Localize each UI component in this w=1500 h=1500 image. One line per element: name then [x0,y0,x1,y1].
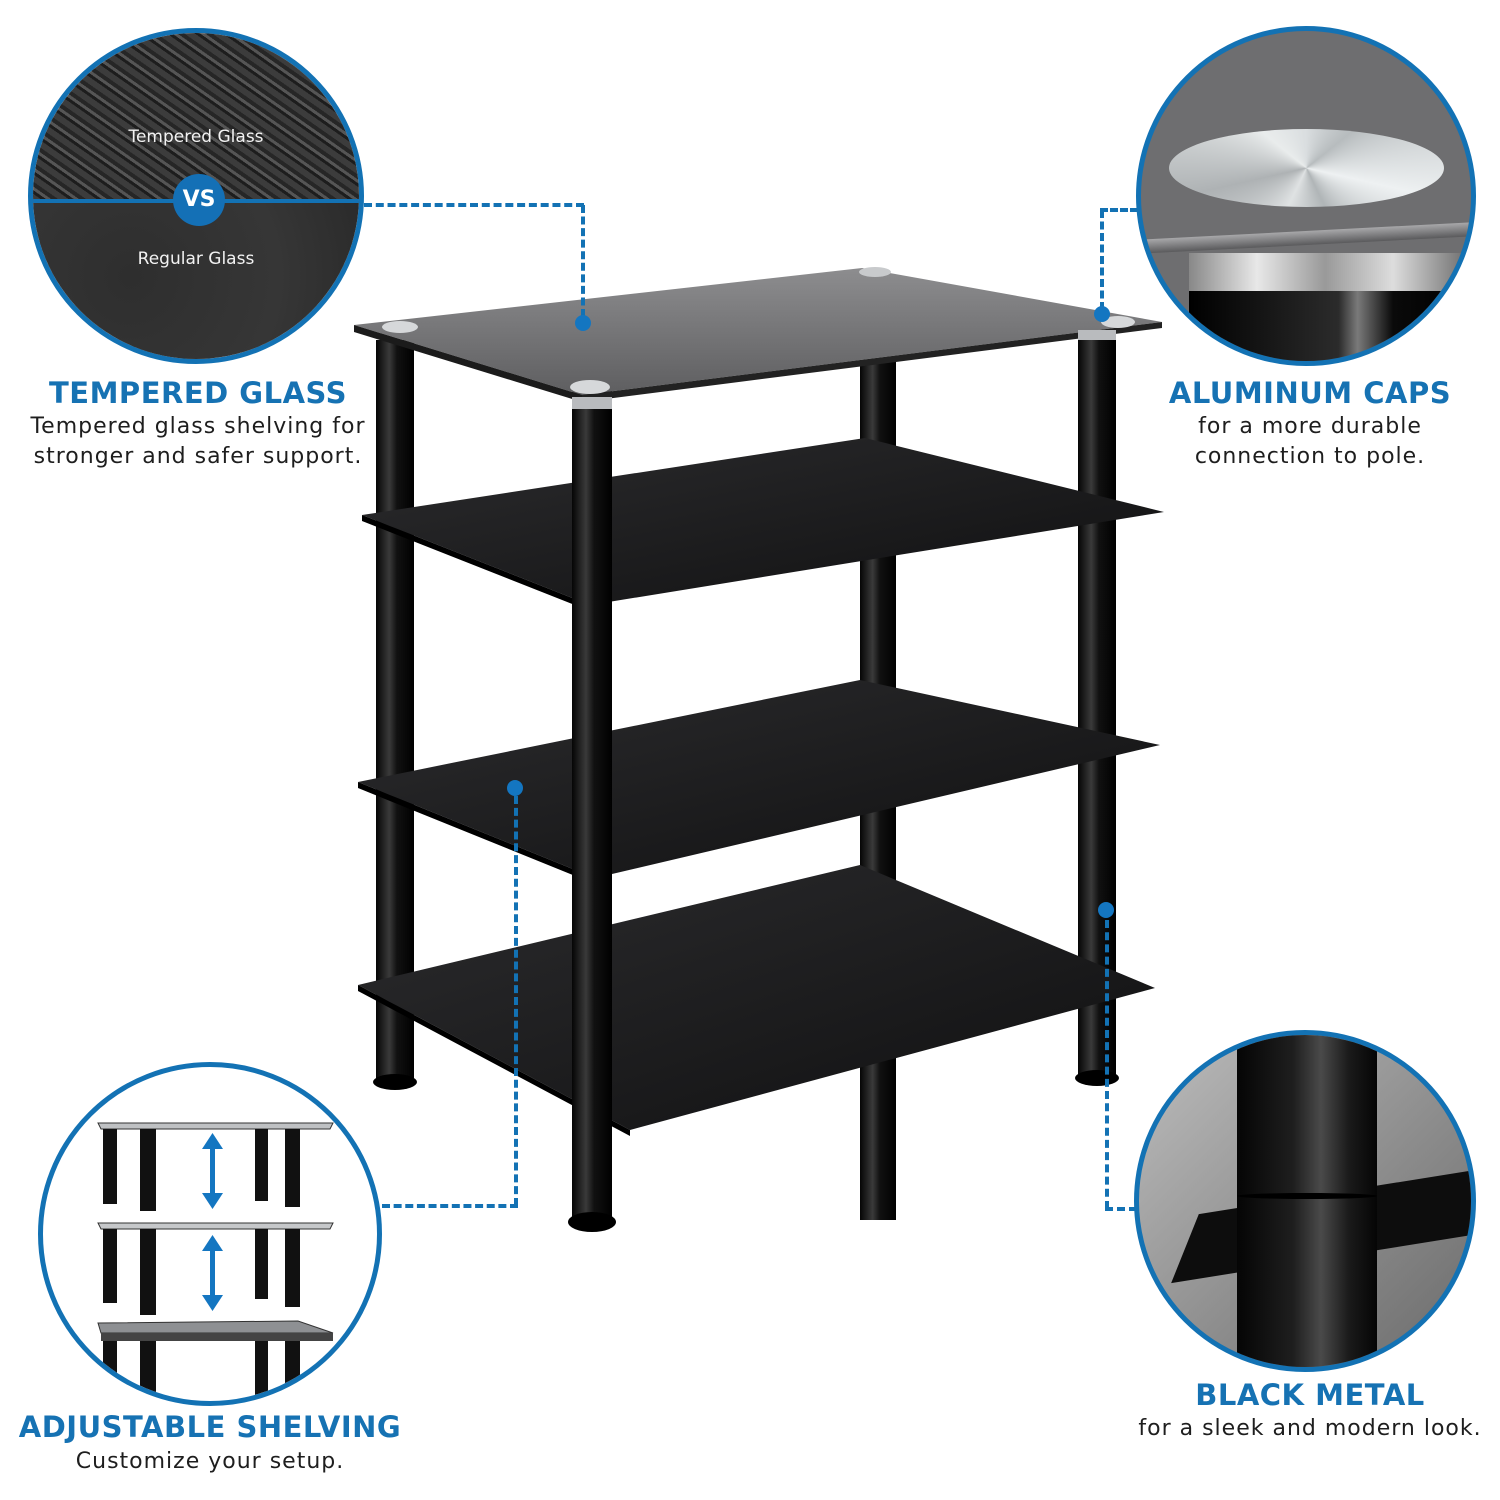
tempered-vs-regular-glass-inset: Tempered Glass Regular Glass VS [28,28,364,364]
tempered-glass-callout-dot [575,315,591,331]
black-metal-callout-dot [1098,902,1114,918]
regular-glass-texture [33,201,359,359]
aluminum-caps-title: ALUMINUM CAPS [1168,376,1452,410]
black-metal-title: BLACK METAL [1195,1378,1425,1412]
tempered-glass-title: TEMPERED GLASS [48,376,348,410]
aluminum-caps-connector-h [1100,208,1138,212]
vs-badge: VS [173,174,225,226]
tempered-glass-desc-line2: stronger and safer support. [33,444,363,469]
tempered-glass-desc-line1: Tempered glass shelving for [30,414,366,439]
black-metal-inset [1134,1030,1476,1372]
adjustable-shelving-desc: Customize your setup. [75,1449,345,1474]
cap-collar [1189,253,1461,293]
tempered-glass-connector-h [364,203,584,207]
pole-top [1189,291,1461,361]
double-arrow-icon-lower [202,1235,223,1311]
adjustable-shelving-connector-h [382,1204,518,1208]
black-metal-connector-h [1105,1207,1137,1211]
product-image-media-stand [340,260,1180,1260]
aluminum-caps-connector-v [1100,210,1104,310]
adjustable-shelving-inset [38,1062,382,1406]
adjustable-shelving-callout-dot [507,780,523,796]
black-metal-connector-v [1105,920,1109,1209]
aluminum-caps-desc-line1: for a more durable [1198,414,1422,439]
black-metal-pole [1237,1035,1377,1367]
glass-edge [1141,222,1471,254]
aluminum-cap-inset [1136,26,1476,366]
aluminum-cap-disc [1169,129,1444,207]
tempered-glass-texture [33,33,359,201]
adjustable-shelving-connector-v [514,796,518,1206]
aluminum-caps-callout-dot [1094,306,1110,322]
adjustable-shelving-title: ADJUSTABLE SHELVING [18,1410,402,1444]
double-arrow-icon-upper [202,1133,223,1209]
regular-glass-label: Regular Glass [137,249,255,269]
vs-badge-text: VS [182,187,216,212]
aluminum-caps-desc-line2: connection to pole. [1194,444,1426,469]
adjustable-shelf-diagram [97,1122,334,1401]
tempered-glass-connector-v [581,205,585,317]
black-metal-desc: for a sleek and modern look. [1138,1416,1482,1441]
glass-stand-illustration [354,267,1164,1232]
tempered-glass-label: Tempered Glass [128,127,264,147]
pole-joint-ring [1237,1193,1377,1199]
